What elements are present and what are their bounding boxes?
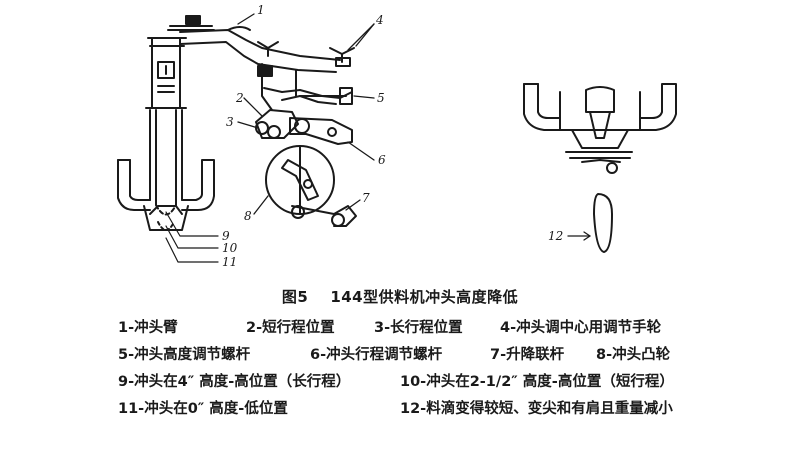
plunger-mechanism-drawing bbox=[117, 13, 375, 263]
label-2: 2 bbox=[235, 91, 244, 105]
legend-row: 9-冲头在4″ 高度-高位置（长行程） 10-冲头在2-1/2″ 高度-高位置（… bbox=[118, 370, 758, 397]
legend-item-4: 4-冲头调中心用调节手轮 bbox=[500, 320, 662, 336]
label-1: 1 bbox=[257, 3, 265, 17]
legend-item-9: 9-冲头在4″ 高度-高位置（长行程） bbox=[118, 374, 351, 390]
legend-row: 11-冲头在0″ 高度-低位置 12-料滴变得较短、变尖和有肩且重量减小 bbox=[118, 397, 758, 424]
figure-number: 图5 bbox=[281, 288, 309, 306]
gob-shape-drawing bbox=[523, 83, 677, 253]
legend-item-2: 2-短行程位置 bbox=[246, 320, 335, 336]
mechanism-diagram: 1 2 3 4 5 6 7 8 9 10 11 12 bbox=[117, 3, 677, 269]
figure-caption: 图5 144型供料机冲头高度降低 bbox=[0, 286, 800, 307]
label-3: 3 bbox=[226, 115, 234, 129]
label-5: 5 bbox=[377, 91, 385, 105]
legend-row: 5-冲头高度调节螺杆 6-冲头行程调节螺杆 7-升降联杆 8-冲头凸轮 bbox=[118, 343, 758, 370]
label-6: 6 bbox=[378, 153, 386, 167]
legend-item-12: 12-料滴变得较短、变尖和有肩且重量减小 bbox=[400, 401, 673, 417]
legend-item-8: 8-冲头凸轮 bbox=[596, 347, 671, 363]
legend-item-11: 11-冲头在0″ 高度-低位置 bbox=[118, 401, 288, 417]
legend-row: 1-冲头臂 2-短行程位置 3-长行程位置 4-冲头调中心用调节手轮 bbox=[118, 316, 758, 343]
legend: 1-冲头臂 2-短行程位置 3-长行程位置 4-冲头调中心用调节手轮 5-冲头高… bbox=[118, 316, 758, 424]
label-4: 4 bbox=[375, 13, 384, 27]
label-7: 7 bbox=[362, 191, 370, 205]
legend-item-3: 3-长行程位置 bbox=[374, 320, 463, 336]
label-12: 12 bbox=[548, 229, 563, 243]
label-10: 10 bbox=[222, 241, 238, 255]
legend-item-7: 7-升降联杆 bbox=[490, 347, 565, 363]
legend-item-6: 6-冲头行程调节螺杆 bbox=[310, 347, 443, 363]
label-9: 9 bbox=[222, 229, 230, 243]
legend-item-5: 5-冲头高度调节螺杆 bbox=[118, 347, 251, 363]
label-8: 8 bbox=[244, 209, 252, 223]
legend-item-10: 10-冲头在2-1/2″ 高度-高位置（短行程） bbox=[400, 374, 674, 390]
legend-item-1: 1-冲头臂 bbox=[118, 320, 178, 336]
label-11: 11 bbox=[222, 255, 237, 269]
figure-title: 144型供料机冲头高度降低 bbox=[330, 288, 519, 306]
